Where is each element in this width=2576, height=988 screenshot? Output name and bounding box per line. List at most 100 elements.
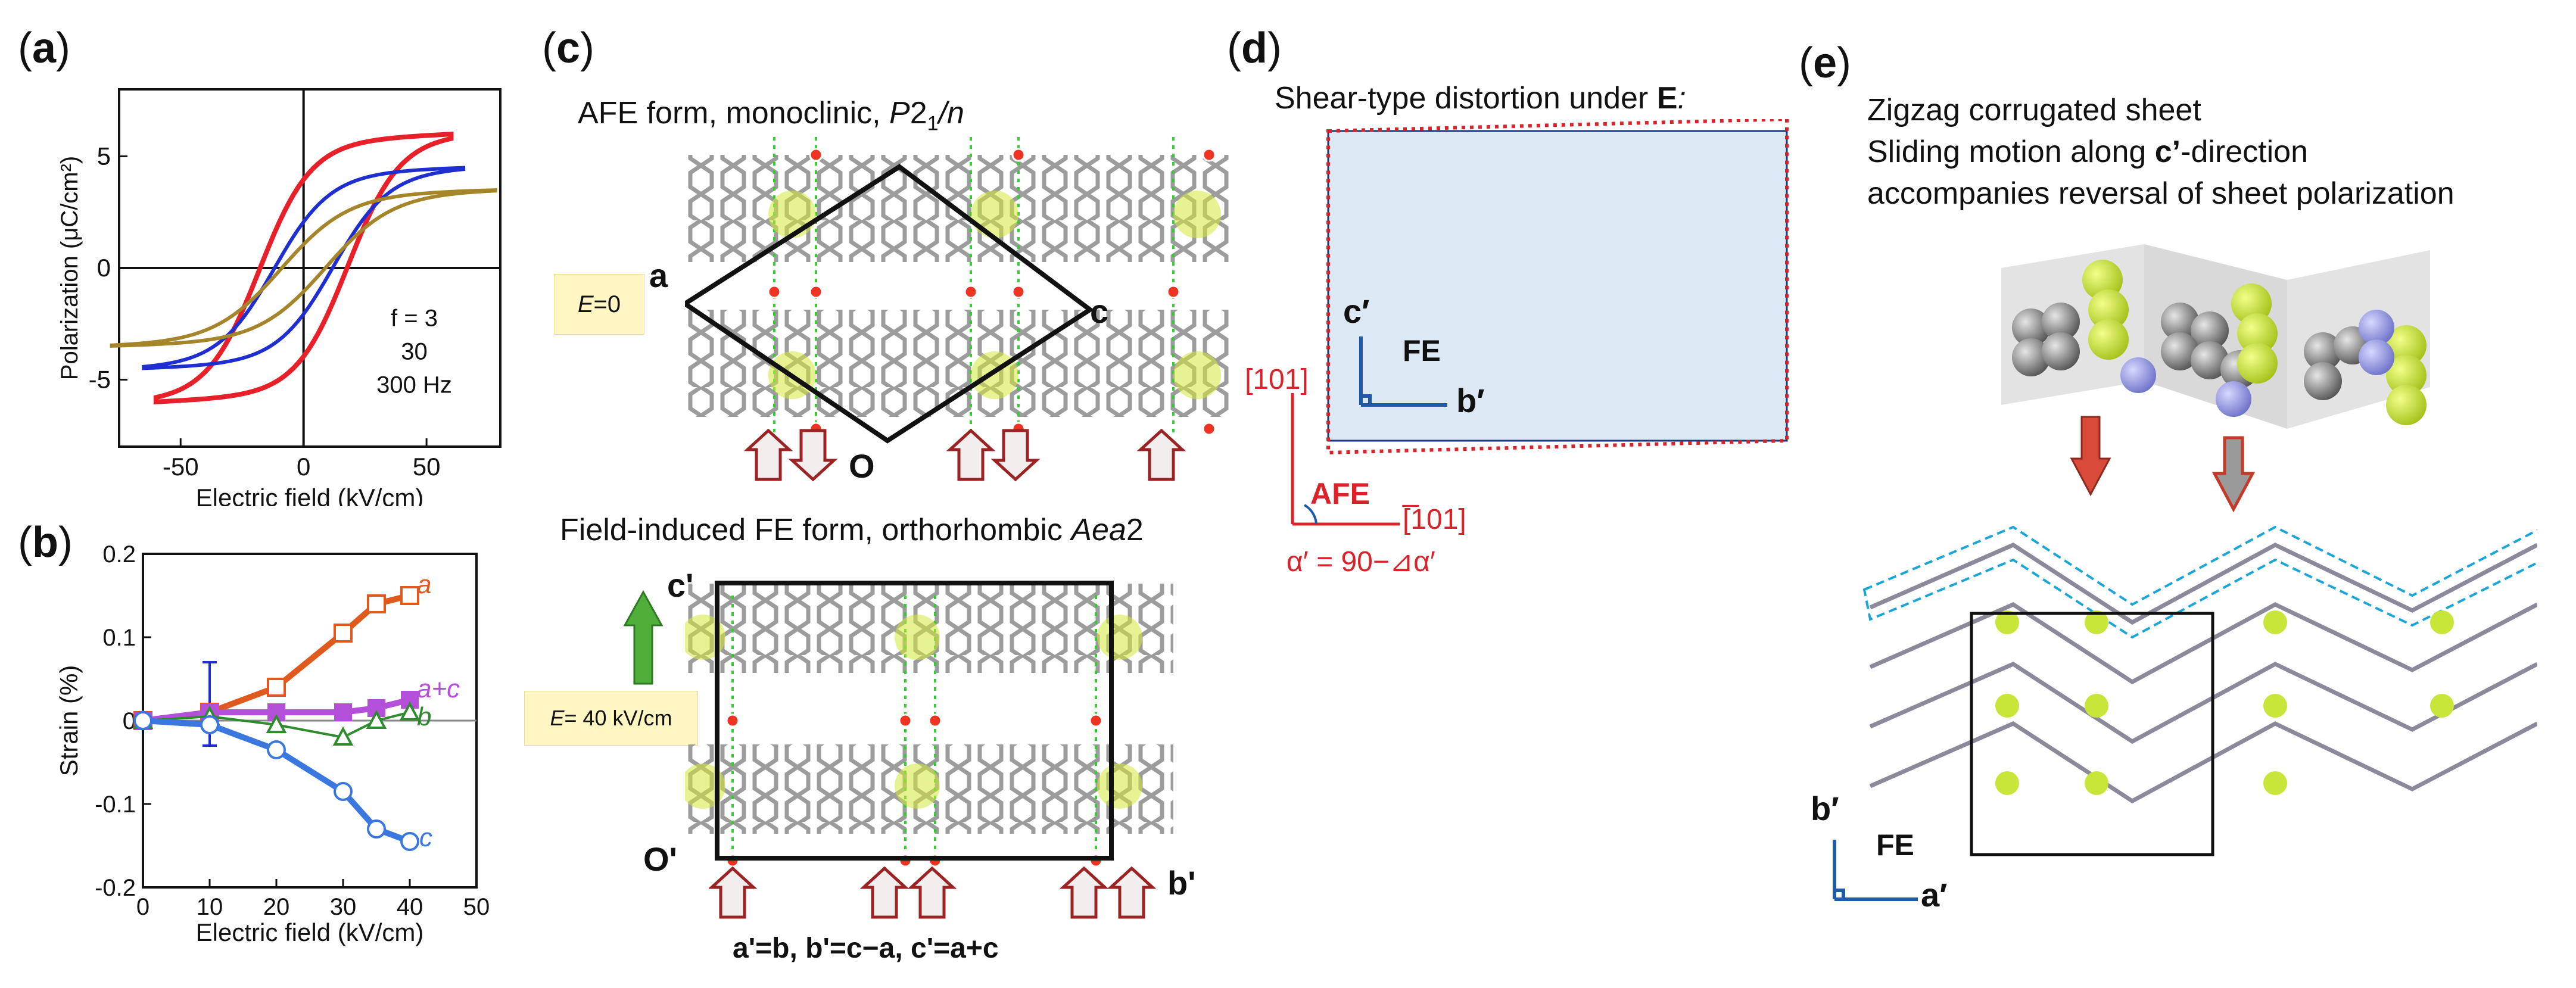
d-afe-label: AFE <box>1310 477 1370 510</box>
x-axis-label: Electric field (kV/cm) <box>196 918 424 946</box>
shear-title: Shear-type distortion under E: <box>1275 81 1686 116</box>
y-tick-label: 0 <box>97 254 111 282</box>
afe-oxygen-atoms <box>767 148 1216 436</box>
panel-label-e: (e) <box>1799 39 1852 87</box>
y-tick-label: -0.2 <box>95 875 136 901</box>
e-a-prime-label: a′ <box>1921 876 1948 914</box>
afe-axes <box>1291 393 1400 526</box>
afe-polarization-arrows <box>745 429 1186 482</box>
shear-distortion-diagram <box>1291 119 1789 526</box>
point-a+c <box>367 699 385 717</box>
dir-m101-label: [̅101] <box>1403 504 1466 535</box>
point-a <box>267 678 286 697</box>
origin-label-o-prime: O' <box>643 840 677 878</box>
axis-label-b-prime: b' <box>1167 864 1196 902</box>
carbon-atoms <box>2012 303 2372 400</box>
panel-label-b: (b) <box>18 519 73 566</box>
point-b <box>266 713 287 733</box>
y-axis-label: Strain (%) <box>55 665 83 777</box>
point-a <box>334 624 353 643</box>
fe-form-title: Field-induced FE form, orthorhombic Aea2 <box>560 513 1144 547</box>
x-tick-label: 30 <box>330 894 357 920</box>
x-axis-label: Electric field (kV/cm) <box>196 484 424 506</box>
point-a <box>367 594 386 613</box>
point-c <box>400 832 419 851</box>
series-label-a: a <box>417 570 431 599</box>
x-tick-label: 40 <box>397 894 423 920</box>
e-text-line-2: Sliding motion along c’-direction <box>1867 135 2309 169</box>
nitrogen-atoms <box>2120 310 2394 417</box>
fe-crystal-structure <box>685 584 1173 868</box>
lattice-relation: a'=b, b'=c−a, c'=a+c <box>733 933 999 964</box>
point-b <box>399 701 420 721</box>
polarization-arrow-grey <box>2211 436 2256 513</box>
point-c <box>334 782 353 801</box>
y-tick-label: 0.1 <box>102 625 136 651</box>
fe-axes <box>1359 336 1447 407</box>
hysteresis-loop-3 <box>110 188 497 348</box>
arrow-up-3 <box>1136 429 1186 481</box>
fe-oxygen-atoms <box>725 713 1103 868</box>
frequency-label-2: 30 <box>401 339 428 365</box>
e-text-line-1: Zigzag corrugated sheet <box>1867 93 2201 127</box>
arrow-down-1 <box>788 429 838 482</box>
y-axis-label: Polarization (μC/cm²) <box>57 156 83 380</box>
frequency-label-1: f = 3 <box>391 306 438 332</box>
x-tick-label: 10 <box>197 894 223 920</box>
field-direction-arrow <box>623 590 664 685</box>
point-a+c <box>334 703 352 721</box>
polarization-arrow-red <box>2070 416 2111 497</box>
e-unit-cell <box>1970 612 2214 856</box>
origin-label-o: O <box>849 447 875 485</box>
anion-markers <box>1995 610 2454 795</box>
panel-label-a: (a) <box>18 24 71 72</box>
y-tick-label: 0.2 <box>102 541 136 568</box>
y-tick-label: -5 <box>89 366 111 394</box>
hysteresis-loop-2 <box>142 166 466 370</box>
x-tick-label: 50 <box>463 894 490 920</box>
zigzag-sheet-outline <box>1862 525 2537 639</box>
x-tick-label: -50 <box>163 453 199 481</box>
point-b <box>332 726 354 746</box>
series-label-b: b <box>417 702 431 731</box>
point-c <box>267 740 286 759</box>
arrow-up-2 <box>946 429 996 481</box>
afe-form-title: AFE form, monoclinic, P21/n <box>578 96 964 135</box>
d-fe-label: FE <box>1403 334 1441 367</box>
x-tick-label: 50 <box>413 453 441 481</box>
frequency-label-3: 300 Hz <box>376 372 452 398</box>
e-fe-label: FE <box>1876 828 1914 862</box>
fe-cell-rectangle <box>1327 130 1788 442</box>
y-tick-label: -0.1 <box>95 791 136 818</box>
zigzag-sheet-3d-model <box>2001 244 2430 513</box>
fluorine-atoms <box>2082 260 2427 425</box>
point-c <box>200 715 219 734</box>
point-c <box>133 711 152 730</box>
point-a <box>400 586 419 605</box>
fe-polarization-arrows <box>709 867 1157 919</box>
axis-label-a: a <box>649 257 668 294</box>
panel-label-c: (c) <box>542 24 595 72</box>
e-axes <box>1833 840 1918 901</box>
fe-unit-cell <box>715 581 1114 861</box>
d-b-prime-label: b′ <box>1456 382 1485 419</box>
hysteresis-loop-1 <box>153 132 454 404</box>
series-label-c: c <box>419 823 432 852</box>
field-zero-label: E=0 <box>554 274 644 335</box>
y-tick-label: 5 <box>97 142 111 170</box>
afe-unit-cell <box>685 164 1094 444</box>
x-tick-label: 0 <box>297 453 310 481</box>
alpha-relation-label: α′ = 90−⊿α′ <box>1287 546 1435 578</box>
panel-label-d: (d) <box>1227 24 1282 72</box>
arrow-up-1 <box>745 429 793 481</box>
dir-101-label: [101] <box>1245 364 1309 395</box>
afe-molecule-row-bottom <box>685 310 1233 417</box>
x-tick-label: 0 <box>136 894 149 920</box>
zigzag-layer-projection <box>1862 525 2537 856</box>
e-b-prime-label: b′ <box>1811 790 1839 827</box>
e-text-line-3: accompanies reversal of sheet polarizati… <box>1867 176 2454 211</box>
d-c-prime-label: c′ <box>1343 292 1370 330</box>
y-tick-label: 0 <box>123 708 136 734</box>
